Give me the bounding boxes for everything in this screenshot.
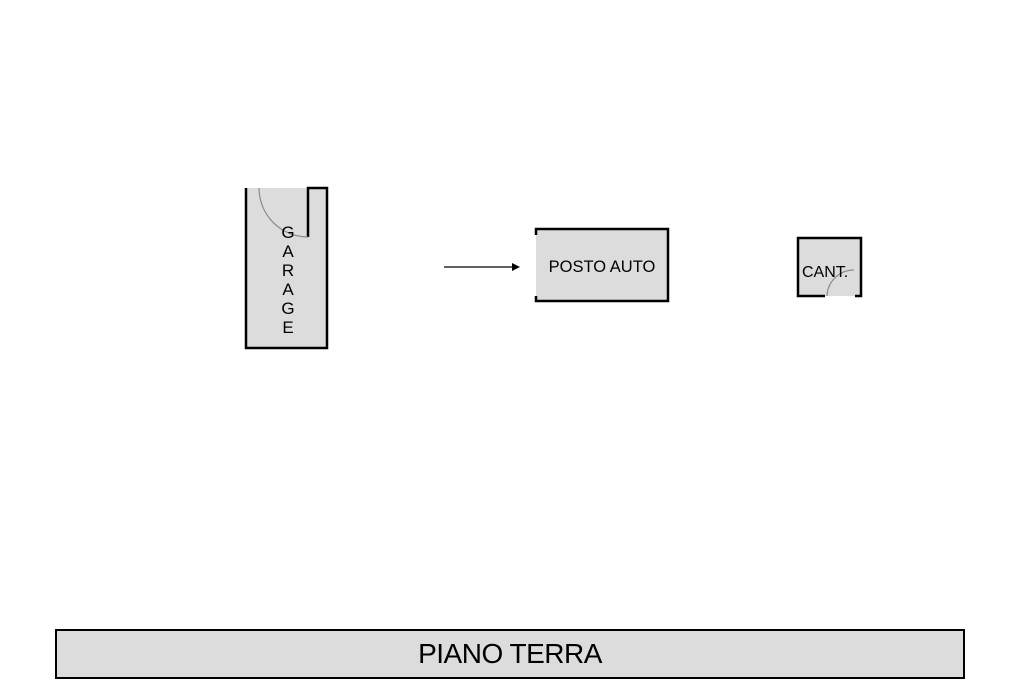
garage-label-letter: A: [282, 280, 294, 299]
garage-walls: [244, 186, 329, 350]
garage-label-letter: R: [282, 261, 294, 280]
garage-label-letter: E: [282, 318, 293, 337]
garage-floor: [246, 188, 327, 348]
arrow-right-icon: [444, 263, 520, 271]
posto-auto-floor: [536, 229, 668, 301]
garage-label-letter: G: [281, 299, 294, 318]
floor-title-bar: PIANO TERRA: [55, 629, 965, 679]
garage-label-letter: A: [282, 242, 294, 261]
room-posto-auto: POSTO AUTO: [534, 227, 670, 303]
floor-title: PIANO TERRA: [418, 638, 602, 669]
garage-door-arc: [258, 187, 309, 238]
room-cantina: CANT.: [796, 236, 863, 298]
cantina-walls: [796, 236, 863, 298]
cantina-door-arc: [826, 269, 855, 297]
cantina-label: CANT.: [802, 264, 848, 281]
posto-auto-label: POSTO AUTO: [549, 258, 656, 276]
garage-label-letter: G: [281, 223, 294, 242]
arrow-head: [512, 263, 520, 271]
posto-auto-walls: [534, 227, 670, 303]
